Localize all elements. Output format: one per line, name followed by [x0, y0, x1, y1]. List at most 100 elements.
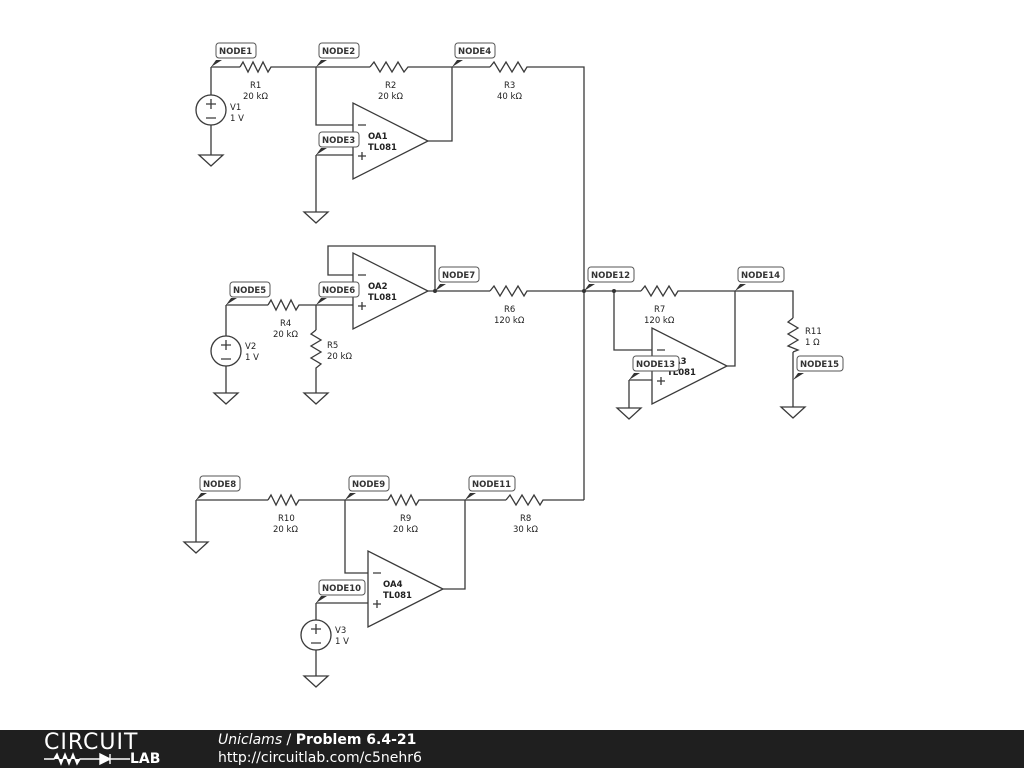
- opamp-oa4-model: TL081: [383, 591, 412, 601]
- node-label: NODE4: [458, 47, 491, 57]
- node-tag-node2[interactable]: NODE2: [316, 42, 360, 67]
- voltage-source-v3-value: 1 V: [335, 637, 349, 647]
- ground-icon: [212, 392, 240, 405]
- node-tag-node8[interactable]: NODE8: [196, 475, 241, 500]
- resistor-r6-value: 120 kΩ: [494, 316, 525, 326]
- resistor-r9-name: R9: [400, 514, 411, 524]
- author-name[interactable]: Uniclams: [218, 732, 283, 748]
- resistor-r11-name: R11: [805, 327, 822, 337]
- resistor-r7[interactable]: R7 120 kΩ: [640, 284, 679, 326]
- opamp-oa2-model: TL081: [368, 293, 397, 303]
- resistor-r3-name: R3: [504, 81, 515, 91]
- node-label: NODE9: [352, 480, 385, 490]
- resistor-r10[interactable]: R10 20 kΩ: [267, 493, 302, 535]
- ground-icon: [779, 406, 807, 419]
- circuit-url[interactable]: http://circuitlab.com/c5nehr6: [218, 750, 422, 766]
- circuit-schematic: R1 20 kΩ R2 20 kΩ R3 40 kΩ R4 20 kΩ R5 2…: [182, 42, 844, 688]
- title-separator: /: [282, 732, 296, 748]
- resistor-r6-name: R6: [504, 305, 515, 315]
- node-tag-node9[interactable]: NODE9: [345, 475, 390, 500]
- opamp-oa3-model: TL081: [667, 368, 696, 378]
- voltage-source-v2-value: 1 V: [245, 353, 259, 363]
- resistor-r9[interactable]: R9 20 kΩ: [387, 493, 422, 535]
- circuit-title-line: Uniclams / Problem 6.4-21: [218, 731, 422, 749]
- node-label: NODE6: [322, 286, 355, 296]
- node-tag-node11[interactable]: NODE11: [465, 475, 516, 500]
- ground-icon: [615, 407, 643, 420]
- resistor-r4-value: 20 kΩ: [273, 330, 298, 340]
- circuit-title[interactable]: Problem 6.4-21: [295, 732, 417, 748]
- opamp-oa4[interactable]: OA4 TL081: [367, 549, 445, 629]
- resistor-r1-name: R1: [250, 81, 261, 91]
- resistor-r5-value: 20 kΩ: [327, 352, 352, 362]
- resistor-r2-value: 20 kΩ: [378, 92, 403, 102]
- opamp-oa2[interactable]: OA2 TL081: [352, 251, 430, 331]
- node-tag-node15[interactable]: NODE15: [793, 355, 844, 380]
- node-tag-node14[interactable]: NODE14: [735, 266, 785, 291]
- voltage-source-v2[interactable]: V2 1 V: [210, 335, 259, 367]
- node-label: NODE8: [203, 480, 236, 490]
- resistor-r4-name: R4: [280, 319, 291, 329]
- ground-icon: [302, 392, 330, 405]
- resistor-r4[interactable]: R4 20 kΩ: [267, 298, 302, 340]
- node-tag-node10[interactable]: NODE10: [316, 579, 366, 603]
- node-label: NODE3: [322, 136, 355, 146]
- node-label: NODE5: [233, 286, 266, 296]
- resistor-r5-name: R5: [327, 341, 338, 351]
- ground-icon: [182, 541, 210, 554]
- resistor-r8[interactable]: R8 30 kΩ: [505, 493, 544, 535]
- resistor-r6[interactable]: R6 120 kΩ: [489, 284, 528, 326]
- resistor-r3[interactable]: R3 40 kΩ: [489, 60, 528, 102]
- stage-oa4: [195, 499, 584, 676]
- logo-text-bottom: LAB: [130, 751, 161, 767]
- node-tag-node7[interactable]: NODE7: [435, 266, 480, 291]
- node-label: NODE10: [322, 584, 361, 594]
- stage-oa2: [225, 245, 794, 407]
- node-label: NODE13: [636, 360, 675, 370]
- opamp-oa1[interactable]: OA1 TL081: [352, 101, 430, 181]
- circuitlab-logo[interactable]: CIRCUIT LAB: [44, 731, 184, 767]
- resistor-diode-icon: [44, 752, 130, 766]
- footer-bar: CIRCUIT LAB Uniclams / Problem 6.4-21 ht…: [0, 730, 1024, 768]
- node-tag-node6[interactable]: NODE6: [316, 281, 360, 305]
- node-tag-node4[interactable]: NODE4: [452, 42, 496, 67]
- node-label: NODE15: [800, 360, 839, 370]
- resistor-r1[interactable]: R1 20 kΩ: [239, 60, 274, 102]
- opamp-oa4-name: OA4: [383, 580, 403, 590]
- stage-oa3: [613, 291, 736, 408]
- resistor-r11[interactable]: R11 1 Ω: [786, 317, 822, 353]
- node-tag-node1[interactable]: NODE1: [211, 42, 257, 67]
- resistor-r11-value: 1 Ω: [805, 338, 820, 348]
- opamp-oa1-model: TL081: [368, 143, 397, 153]
- resistor-r3-value: 40 kΩ: [497, 92, 522, 102]
- voltage-source-v1[interactable]: V1 1 V: [195, 94, 244, 126]
- voltage-source-v2-name: V2: [245, 342, 256, 352]
- resistor-r2-name: R2: [385, 81, 396, 91]
- node-label: NODE11: [472, 480, 511, 490]
- resistor-r8-value: 30 kΩ: [513, 525, 538, 535]
- ground-icon: [302, 675, 330, 688]
- resistor-r7-name: R7: [654, 305, 665, 315]
- voltage-source-v3-name: V3: [335, 626, 346, 636]
- voltage-source-v1-value: 1 V: [230, 114, 244, 124]
- node-tag-node13[interactable]: NODE13: [629, 355, 680, 380]
- node-tag-node5[interactable]: NODE5: [226, 281, 271, 305]
- resistor-r2[interactable]: R2 20 kΩ: [369, 60, 410, 102]
- node-label: NODE2: [322, 47, 355, 57]
- ground-icon: [197, 154, 225, 167]
- node-label: NODE14: [741, 271, 780, 281]
- voltage-source-v1-name: V1: [230, 103, 241, 113]
- resistor-r10-value: 20 kΩ: [273, 525, 298, 535]
- footer-caption: Uniclams / Problem 6.4-21 http://circuit…: [218, 731, 422, 767]
- node-tag-node3[interactable]: NODE3: [316, 131, 360, 155]
- resistor-r8-name: R8: [520, 514, 531, 524]
- resistor-r1-value: 20 kΩ: [243, 92, 268, 102]
- resistor-r5[interactable]: R5 20 kΩ: [309, 329, 352, 370]
- node-tag-node12[interactable]: NODE12: [584, 266, 635, 291]
- logo-text-top: CIRCUIT: [44, 730, 139, 755]
- resistor-r10-name: R10: [278, 514, 295, 524]
- voltage-source-v3[interactable]: V3 1 V: [300, 619, 349, 651]
- resistor-r7-value: 120 kΩ: [644, 316, 675, 326]
- stage-oa1: [210, 66, 585, 500]
- node-label: NODE7: [442, 271, 475, 281]
